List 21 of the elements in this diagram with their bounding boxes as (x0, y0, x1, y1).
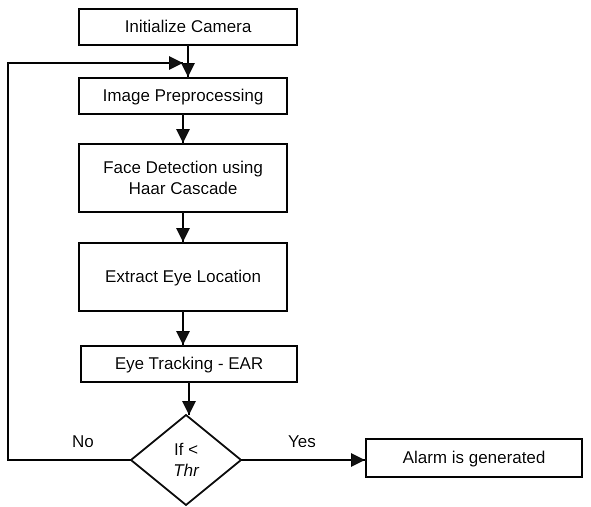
process-box (78, 77, 288, 115)
node-text: Initialize Camera (124, 16, 252, 38)
process-box (80, 345, 298, 383)
arrow (182, 383, 196, 415)
arrow (241, 453, 365, 467)
process-box (365, 438, 583, 478)
arrow (181, 46, 195, 77)
node-text: Alarm is generated (402, 447, 546, 469)
arrow (176, 312, 190, 345)
process-box (78, 8, 298, 46)
node-text: Face Detection using Haar Cascade (102, 156, 264, 200)
node-text: Eye Tracking - EAR (114, 353, 264, 375)
process-box (78, 242, 288, 312)
arrow (176, 213, 190, 242)
decision-diamond (129, 414, 243, 506)
node-text: Extract Eye Location (105, 266, 261, 288)
node-text: Image Preprocessing (102, 85, 264, 107)
arrow (176, 115, 190, 143)
arrow (7, 56, 183, 461)
node-text: If < Thr (172, 438, 200, 482)
process-box (78, 143, 288, 213)
